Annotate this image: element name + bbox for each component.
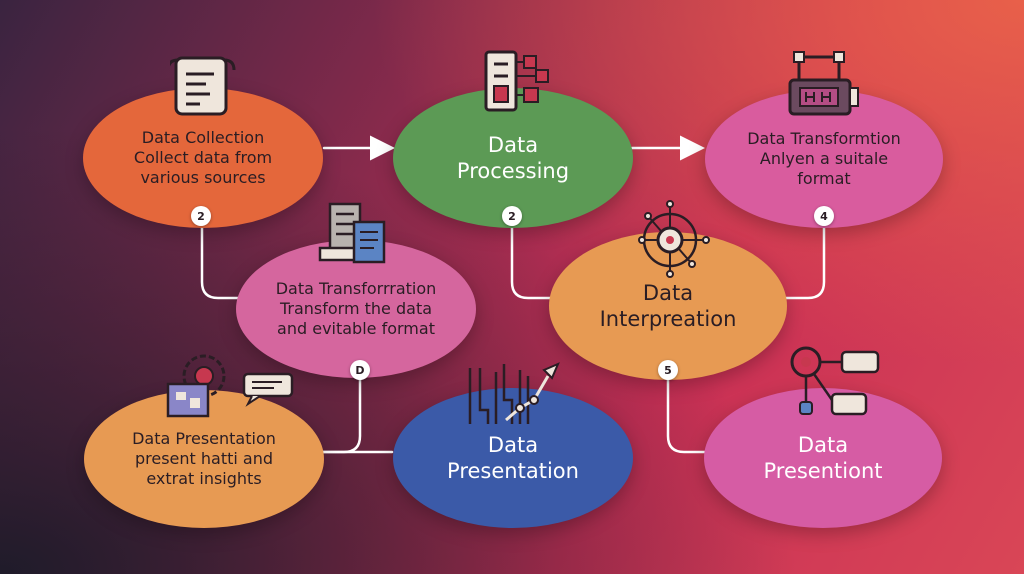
node-title: Data Processing: [456, 133, 570, 183]
node-data-interpretation[interactable]: Data Interpreation: [549, 232, 787, 380]
step-badge-transformation-top: 4: [814, 206, 834, 226]
link-processing-to-interpretation: [510, 226, 555, 300]
gear-machine-icon: [788, 51, 859, 116]
node-data-collection[interactable]: Data Collection Collect data from variou…: [83, 88, 323, 228]
node-title: Data Interpreation: [599, 281, 737, 331]
node-title: Data Transforrration: [275, 279, 437, 298]
node-data-processing[interactable]: Data Processing: [393, 88, 633, 228]
node-title: Data Collection: [141, 128, 265, 147]
step-badge-interpretation: 5: [658, 360, 678, 380]
node-description: Collect data from various sources: [133, 148, 273, 187]
node-title: Data Presentation: [447, 433, 579, 483]
puzzle-gear-chat-icon: [166, 354, 294, 418]
bar-chart-icon: [468, 362, 560, 424]
step-badge-processing: 2: [502, 206, 522, 226]
node-title: Data Presentiont: [763, 433, 883, 483]
step-badge-transformation-mid: D: [350, 360, 370, 380]
link-interpretation-to-presentation: [666, 378, 708, 454]
node-title: Data Transformtion: [747, 129, 901, 148]
node-title: Data Presentation: [132, 429, 276, 448]
link-collection-to-transformation: [200, 226, 244, 300]
link-transformation-to-interpretation: [780, 226, 826, 300]
step-badge-collection: 2: [191, 206, 211, 226]
server-rack-icon: [484, 50, 549, 112]
document-icon: [170, 56, 236, 116]
node-data-presentation-right[interactable]: Data Presentiont: [704, 388, 942, 528]
network-node-icon: [638, 200, 710, 278]
file-stack-icon: [318, 202, 386, 264]
node-description: Transform the data and evitable format: [277, 299, 435, 338]
link-transformation-to-presentation: [318, 378, 362, 454]
node-description: present hatti and extrat insights: [134, 449, 274, 488]
network-chat-icon: [790, 346, 880, 416]
node-description: Anlyen a suitale format: [759, 149, 889, 188]
node-data-transformation-mid[interactable]: Data Transforrration Transform the data …: [236, 240, 476, 378]
